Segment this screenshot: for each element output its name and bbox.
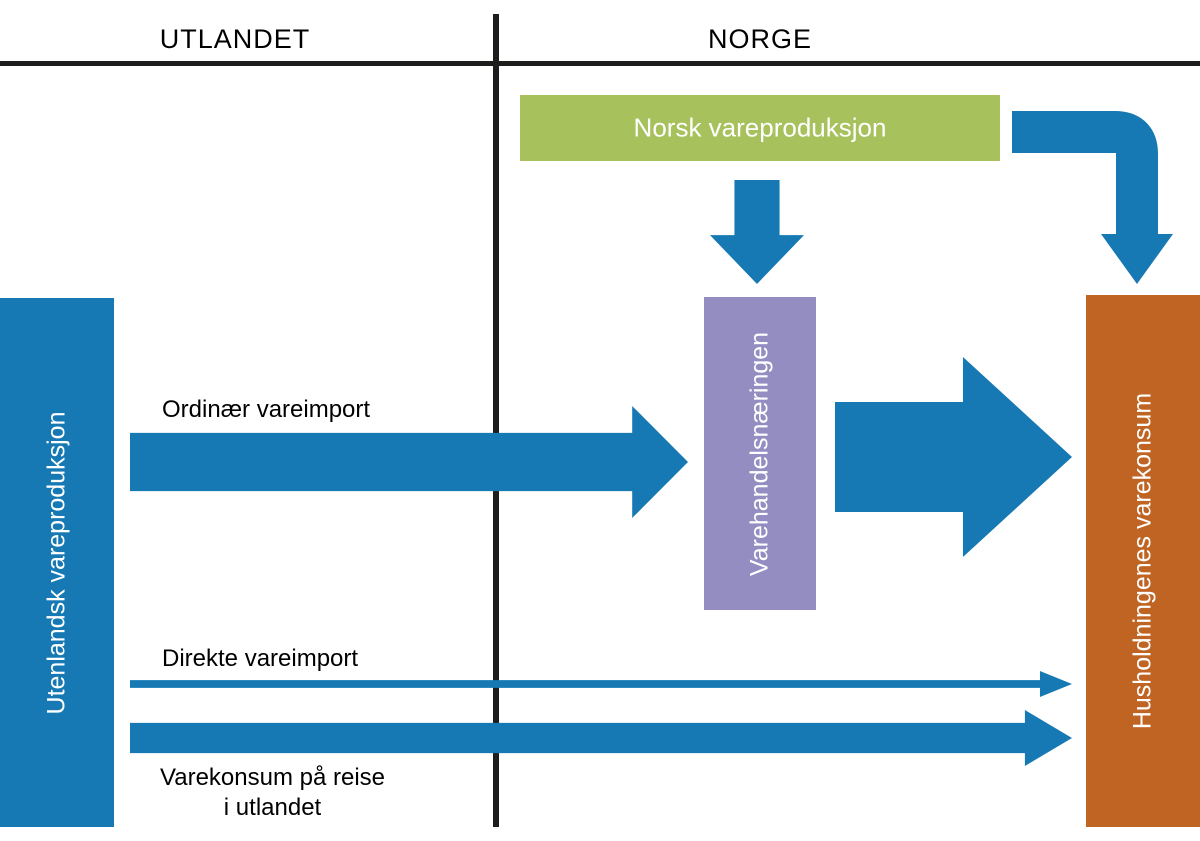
arrow-elbow-shaft [1012,111,1158,237]
node-foreign-production-label: Utenlandsk vareproduksjon [42,411,71,714]
node-norwegian-production-label: Norsk vareproduksjon [633,112,887,143]
arrow-production-to-household-icon [1012,111,1173,284]
node-household-consumption-label: Husholdningenes varekonsum [1128,392,1157,730]
arrow-travel-consumption-icon [130,710,1072,766]
node-norwegian-production: Norsk vareproduksjon [520,95,1000,161]
node-foreign-production: Utenlandsk vareproduksjon [0,298,114,827]
label-travel-consumption-line1: Varekonsum på reise [160,764,385,791]
arrow-retail-to-household-icon [835,357,1072,557]
arrow-direct-import-icon [130,671,1072,697]
vertical-divider-line [493,14,499,827]
label-travel-consumption: Varekonsum på reise i utlandet [130,763,415,823]
node-retail-industry: Varehandelsnæringen [704,297,816,610]
label-travel-consumption-line2: i utlandet [223,794,322,821]
arrow-elbow-head [1101,234,1173,284]
horizontal-divider-line [0,61,1200,66]
node-retail-industry-label: Varehandelsnæringen [745,331,774,576]
region-header-norge: NORGE [707,24,812,54]
label-direct-import: Direkte vareimport [162,645,359,672]
region-header-utlandet: UTLANDET [159,24,311,54]
label-ordinary-import: Ordinær vareimport [162,396,371,423]
arrow-production-to-retail-icon [710,180,804,284]
node-household-consumption: Husholdningenes varekonsum [1086,295,1200,827]
